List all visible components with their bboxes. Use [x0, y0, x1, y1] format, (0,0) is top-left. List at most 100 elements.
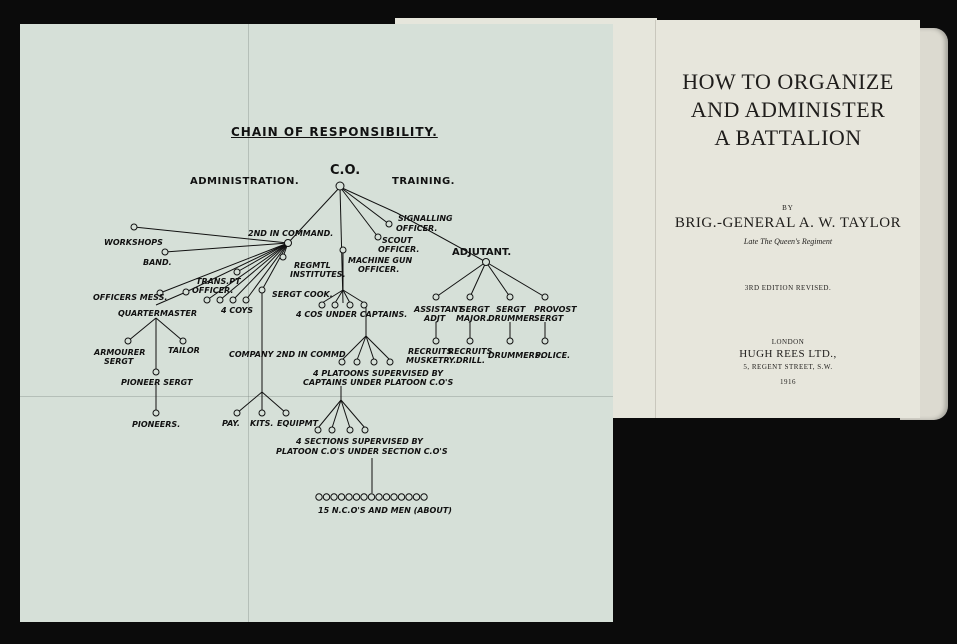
provost-label: SERGT: [534, 314, 564, 323]
node-coy: [203, 296, 211, 304]
diagram-title: CHAIN OF RESPONSIBILITY.: [231, 125, 438, 139]
node-section: [361, 426, 369, 434]
node-workshops: [130, 223, 138, 231]
node-section: [346, 426, 354, 434]
sergt-cook-label: SERGT COOK.: [272, 290, 333, 299]
node-company: [318, 301, 326, 309]
node-asst-adjt: [432, 293, 440, 301]
police-label: POLICE.: [535, 351, 571, 360]
platoons-label: 4 PLATOONS SUPERVISED BY: [313, 369, 444, 378]
sergt-drummer-label: SERGT: [496, 305, 526, 314]
armourer-label: ARMOURER: [94, 348, 146, 357]
node-tailor: [179, 337, 187, 345]
four-coys-label: 4 COYS: [221, 306, 253, 315]
node-man: [345, 493, 353, 501]
node-man: [375, 493, 383, 501]
node-kits: [258, 409, 266, 417]
node-scout: [374, 233, 382, 241]
pioneer-sergt-label: PIONEER SERGT: [121, 378, 193, 387]
book-title-line: A BATTALION: [714, 125, 862, 150]
node-quartermaster: [182, 288, 190, 296]
diagram-nodes: [124, 181, 549, 434]
year-label: 1916: [780, 378, 796, 386]
node-man: [390, 493, 398, 501]
officers-mess-label: OFFICERS MESS.: [93, 293, 168, 302]
node-machine-gun: [339, 246, 347, 254]
node-coy: [216, 296, 224, 304]
tailor-label: TAILOR: [168, 346, 200, 355]
men-node-row: [315, 493, 428, 501]
node-platoon: [370, 358, 378, 366]
title-page: HOW TO ORGANIZE AND ADMINISTER A BATTALI…: [655, 20, 920, 418]
sections-label: PLATOON C.O'S UNDER SECTION C.O'S: [276, 447, 448, 456]
node-second-in-command: [284, 239, 292, 247]
asst-adjt-label: ADJT: [424, 314, 446, 323]
pay-label: PAY.: [222, 419, 240, 428]
recruits-drill-label: RECRUITS: [448, 347, 493, 356]
company-2nd-label: COMPANY 2ND IN COMMD: [229, 350, 346, 359]
equipment-label: EQUIPMT: [277, 419, 319, 428]
drummers-label: DRUMMERS.: [488, 351, 544, 360]
node-man: [382, 493, 391, 501]
node-officers-mess: [156, 289, 164, 297]
node-sergt-cook: [258, 286, 266, 294]
node-platoon: [386, 358, 394, 366]
provost-label: PROVOST: [534, 305, 577, 314]
node-pioneers: [152, 409, 160, 417]
scout-label: SCOUT: [382, 236, 413, 245]
fold-line: [20, 396, 613, 397]
training-heading: TRAINING.: [392, 176, 455, 187]
scout-label: OFFICER.: [378, 245, 420, 254]
node-man: [337, 493, 346, 501]
node-man: [360, 493, 368, 501]
recruits-drill-label: DRILL.: [456, 356, 486, 365]
institutes-label: INSTITUTES.: [290, 270, 346, 279]
node-co: [335, 181, 345, 191]
node-man: [420, 493, 428, 501]
node-institutes: [279, 253, 287, 261]
institutes-label: REGMTL: [294, 261, 331, 270]
pioneers-label: PIONEERS.: [132, 420, 181, 429]
node-section: [328, 426, 336, 434]
author-note: Late The Queen's Regiment: [743, 237, 833, 246]
node-recruits-drill: [466, 337, 474, 345]
node-platoon: [353, 358, 361, 366]
second-in-command-label: 2ND IN COMMAND.: [248, 229, 334, 238]
band-label: BAND.: [143, 258, 172, 267]
node-coy: [229, 296, 237, 304]
city-label: LONDON: [771, 338, 805, 346]
node-coy: [242, 296, 250, 304]
book-title-line: AND ADMINISTER: [690, 97, 886, 122]
quartermaster-label: QUARTERMASTER: [118, 309, 198, 318]
node-adjutant: [482, 258, 490, 266]
node-section: [314, 426, 322, 434]
node-armourer: [124, 337, 132, 345]
fold-line: [248, 24, 249, 622]
node-drummers: [506, 337, 514, 345]
node-equipment: [282, 409, 290, 417]
node-provost: [541, 293, 549, 301]
companies-label: 4 COS UNDER CAPTAINS.: [296, 310, 408, 319]
asst-adjt-label: ASSISTANT: [414, 305, 464, 314]
machine-gun-label: OFFICER.: [358, 265, 400, 274]
node-company: [331, 301, 339, 309]
diagram-connectors: [127, 186, 546, 493]
sergt-drummer-label: DRUMMER.: [488, 314, 539, 323]
chart-sheet: [20, 24, 613, 622]
node-man: [397, 493, 406, 501]
sections-label: 4 SECTIONS SUPERVISED BY: [296, 437, 423, 446]
node-recruits-musketry: [432, 337, 440, 345]
recruits-musketry-label: RECRUITS: [408, 347, 453, 356]
signalling-label: OFFICER.: [396, 224, 438, 233]
node-man: [322, 493, 331, 501]
workshops-label: WORKSHOPS: [104, 238, 163, 247]
node-pay: [233, 409, 241, 417]
node-man: [405, 493, 413, 501]
author-name: BRIG.-GENERAL A. W. TAYLOR: [674, 215, 902, 231]
transport-label: TRANS.PT: [196, 277, 241, 286]
by-label: BY: [782, 204, 794, 212]
recruits-musketry-label: MUSKETRY.: [406, 356, 457, 365]
node-band: [161, 248, 169, 256]
node-platoon: [338, 358, 346, 366]
